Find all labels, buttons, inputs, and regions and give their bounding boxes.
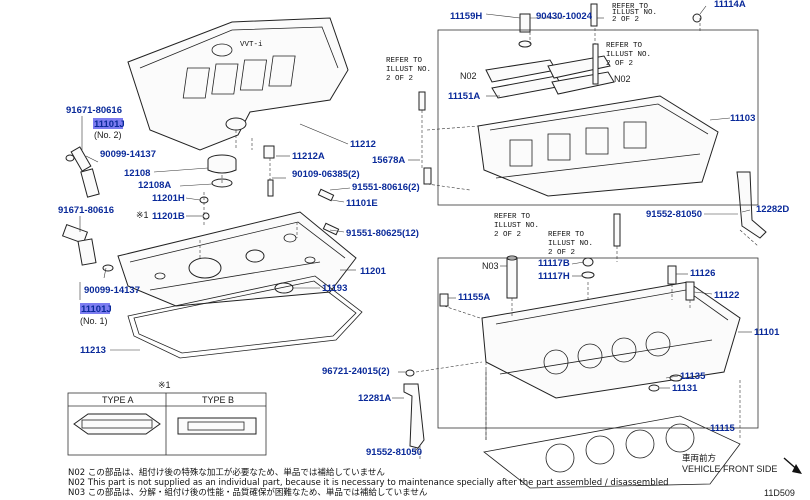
oil-control-valve-no2 bbox=[65, 146, 100, 198]
engine-hanger-front bbox=[403, 383, 425, 449]
svg-text:REFER TO: REFER TO bbox=[386, 57, 423, 65]
note-n02-left: N02 bbox=[460, 71, 477, 81]
part-11201H[interactable]: 11201H bbox=[152, 193, 185, 204]
cover-logo: VVT-i bbox=[240, 41, 263, 49]
part-91552-81050-bottom[interactable]: 91552-81050 bbox=[366, 447, 422, 458]
part-15678A[interactable]: 15678A bbox=[372, 155, 405, 166]
frame-upper-right bbox=[437, 29, 759, 206]
highlight-11101J-top bbox=[93, 118, 123, 129]
part-12108[interactable]: 12108 bbox=[124, 168, 150, 179]
part-11101J-bottom[interactable]: 11101J bbox=[81, 304, 112, 315]
leader-lines bbox=[79, 5, 752, 453]
footnote-n02-jp: N02 この部品は、組付け後の特殊な加工が必要なため、単品では補給していません bbox=[68, 467, 385, 478]
label-no2: (No. 2) bbox=[94, 130, 122, 140]
type-a-label: TYPE A bbox=[102, 395, 134, 405]
camshaft-housing bbox=[477, 95, 719, 197]
refer-note-mid-left: REFER TO ILLUST NO. 2 OF 2 REFER TO ILLU… bbox=[494, 213, 593, 257]
type-box: ※1 TYPE A TYPE B bbox=[67, 380, 267, 456]
part-11135[interactable]: 11135 bbox=[680, 371, 706, 382]
head-cover-gasket bbox=[127, 275, 363, 359]
part-91551-80616[interactable]: 91551-80616(2) bbox=[352, 182, 420, 193]
svg-text:2 OF 2: 2 OF 2 bbox=[548, 249, 575, 257]
part-11151A[interactable]: 11151A bbox=[448, 91, 480, 102]
svg-text:ILLUST NO.: ILLUST NO. bbox=[494, 222, 539, 230]
engine-hanger-rear bbox=[736, 171, 767, 239]
spark-plug-tube bbox=[506, 255, 518, 299]
illustration-id: 11D509 bbox=[764, 488, 795, 498]
part-91671-80616-bottom[interactable]: 91671-80616 bbox=[58, 205, 114, 216]
part-90109-06385[interactable]: 90109-06385(2) bbox=[292, 169, 360, 180]
svg-text:REFER TO: REFER TO bbox=[606, 42, 643, 50]
svg-text:REFER TO: REFER TO bbox=[612, 3, 649, 11]
part-11114A[interactable]: 11114A bbox=[714, 0, 746, 10]
part-91552-81050-top[interactable]: 91552-81050 bbox=[646, 209, 702, 220]
highlight-11101J-bottom bbox=[80, 303, 110, 314]
note-n03: N03 bbox=[482, 261, 499, 271]
svg-text:2 OF 2: 2 OF 2 bbox=[494, 231, 521, 239]
svg-text:2 OF 2: 2 OF 2 bbox=[606, 60, 633, 68]
star-marker: ※1 bbox=[136, 210, 149, 220]
svg-text:ILLUST NO.: ILLUST NO. bbox=[612, 9, 657, 17]
svg-text:ILLUST NO.: ILLUST NO. bbox=[548, 240, 593, 248]
part-11117H[interactable]: 11117H bbox=[538, 271, 570, 282]
part-11213[interactable]: 11213 bbox=[80, 345, 106, 356]
part-11155A[interactable]: 11155A bbox=[458, 292, 490, 303]
studs bbox=[418, 3, 702, 247]
part-11201[interactable]: 11201 bbox=[360, 266, 387, 277]
part-11101[interactable]: 11101 bbox=[754, 327, 780, 338]
part-11131[interactable]: 11131 bbox=[672, 383, 698, 394]
part-11117B[interactable]: 11117B bbox=[538, 258, 570, 269]
vehicle-front-indicator: 車両前方 VEHICLE FRONT SIDE bbox=[682, 453, 802, 474]
vehicle-front-jp: 車両前方 bbox=[682, 453, 716, 464]
refer-note-top-left: REFER TO ILLUST NO. 2 OF 2 bbox=[386, 57, 431, 83]
type-b-label: TYPE B bbox=[202, 395, 234, 405]
part-12108A[interactable]: 12108A bbox=[138, 180, 171, 191]
cylinder-head-cover bbox=[117, 211, 357, 307]
svg-text:ILLUST NO.: ILLUST NO. bbox=[386, 66, 431, 74]
note-n02-right: N02 bbox=[614, 74, 631, 84]
part-90099-14137-bottom[interactable]: 90099-14137 bbox=[84, 285, 140, 296]
part-11193[interactable]: 11193 bbox=[322, 283, 347, 294]
part-11103[interactable]: 11103 bbox=[730, 113, 755, 124]
svg-text:2 OF 2: 2 OF 2 bbox=[386, 75, 413, 83]
part-12281A[interactable]: 12281A bbox=[358, 393, 391, 404]
plug-tube-gasket bbox=[274, 282, 294, 294]
part-12282D[interactable]: 12282D bbox=[756, 204, 789, 215]
grommet bbox=[263, 145, 275, 159]
part-11212[interactable]: 11212 bbox=[350, 139, 376, 150]
svg-text:REFER TO: REFER TO bbox=[548, 231, 585, 239]
oil-control-valve-no1 bbox=[61, 223, 114, 272]
svg-text:REFER TO: REFER TO bbox=[494, 213, 531, 221]
footnote-n02-en: N02 This part is not supplied as an indi… bbox=[68, 478, 669, 488]
part-91671-80616-top[interactable]: 91671-80616 bbox=[66, 105, 122, 116]
part-11201B[interactable]: 11201B bbox=[152, 211, 185, 222]
svg-text:2 OF 2: 2 OF 2 bbox=[612, 16, 639, 24]
oil-filler-cap bbox=[207, 154, 237, 188]
part-91551-80625[interactable]: 91551-80625(12) bbox=[346, 228, 419, 239]
type-box-marker: ※1 bbox=[158, 380, 171, 390]
refer-note-mid-right: REFER TO ILLUST NO. 2 OF 2 bbox=[606, 42, 651, 68]
part-11101E[interactable]: 11101E bbox=[346, 198, 378, 209]
cylinder-head-gasket bbox=[483, 415, 741, 489]
part-90430-10024[interactable]: 90430-10024 bbox=[536, 11, 593, 22]
part-96721-24015[interactable]: 96721-24015(2) bbox=[322, 366, 390, 377]
part-11159H[interactable]: 11159H bbox=[450, 11, 482, 22]
refer-note-top-right: REFER TO ILLUST NO. 2 OF 2 bbox=[612, 3, 657, 24]
part-11122[interactable]: 11122 bbox=[714, 290, 739, 301]
part-11126[interactable]: 11126 bbox=[690, 268, 715, 279]
svg-text:ILLUST NO.: ILLUST NO. bbox=[606, 51, 651, 59]
footnote-n03-jp: N03 この部品は、分解・組付け後の性能・品質確保が困難なため、単品では補給して… bbox=[68, 487, 428, 498]
label-no1: (No. 1) bbox=[80, 316, 108, 326]
part-11101J-top[interactable]: 11101J bbox=[94, 119, 125, 130]
part-11115[interactable]: 11115 bbox=[710, 423, 736, 434]
engine-cover: VVT-i bbox=[127, 17, 349, 151]
frame-lower-right bbox=[437, 257, 759, 429]
vehicle-front-en: VEHICLE FRONT SIDE bbox=[682, 464, 777, 474]
part-90099-14137-top[interactable]: 90099-14137 bbox=[100, 149, 156, 160]
part-11212A[interactable]: 11212A bbox=[292, 151, 325, 162]
head-plugs bbox=[405, 257, 695, 392]
